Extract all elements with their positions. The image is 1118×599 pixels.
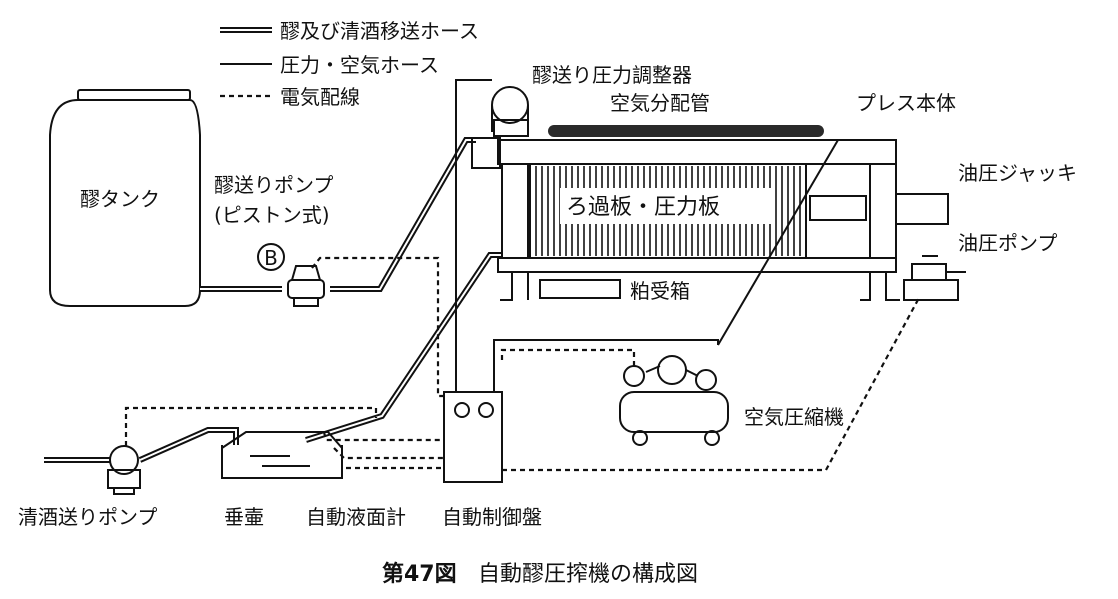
compressor-label: 空気圧縮機 <box>744 405 844 429</box>
hydraulic-pump <box>903 255 966 301</box>
moromi-tank <box>49 89 201 307</box>
pump-label-line1: 醪送りポンプ <box>214 173 333 197</box>
lees-box <box>539 279 621 299</box>
sake-hose <box>44 252 502 463</box>
legend-wire-label: 電気配線 <box>280 85 360 109</box>
hyd-pump-label: 油圧ポンプ <box>958 231 1057 255</box>
air-lines <box>455 79 839 392</box>
legend-hose-label: 醪及び清酒移送ホース <box>280 19 479 43</box>
figure-title: 自動醪圧搾機の構成図 <box>478 562 698 587</box>
sake-pump-label: 清酒送りポンプ <box>18 505 157 529</box>
air-compressor <box>619 355 729 446</box>
legend-air-label: 圧力・空気ホース <box>280 53 439 77</box>
tare-tank <box>221 431 343 479</box>
air-distribution-pipe <box>548 125 824 137</box>
jack-label: 油圧ジャッキ <box>958 161 1077 185</box>
tank-label: 醪タンク <box>80 187 160 211</box>
pump-marker: B <box>264 246 278 270</box>
plates-label: ろ過板・圧力板 <box>566 195 720 220</box>
control-panel-label: 自動制御盤 <box>442 505 542 529</box>
level-gauge-label: 自動液面計 <box>306 505 406 529</box>
lees-box-label: 粕受箱 <box>630 279 690 303</box>
legend: 醪及び清酒移送ホース 圧力・空気ホース 電気配線 <box>220 19 479 109</box>
control-panel <box>443 391 503 483</box>
filter-plates <box>529 163 807 259</box>
press-body-label: プレス本体 <box>856 91 956 115</box>
pump-label-line2: (ピストン式) <box>214 203 330 227</box>
electric-wiring <box>124 256 921 472</box>
air-pipe-label: 空気分配管 <box>610 91 710 115</box>
tare-label: 垂壷 <box>224 505 264 529</box>
regulator-label: 醪送り圧力調整器 <box>532 63 692 87</box>
moromi-pump: B <box>257 243 325 307</box>
figure-number: 第47図 <box>382 561 457 587</box>
sake-pump <box>107 445 141 495</box>
pressure-regulator <box>491 86 529 137</box>
